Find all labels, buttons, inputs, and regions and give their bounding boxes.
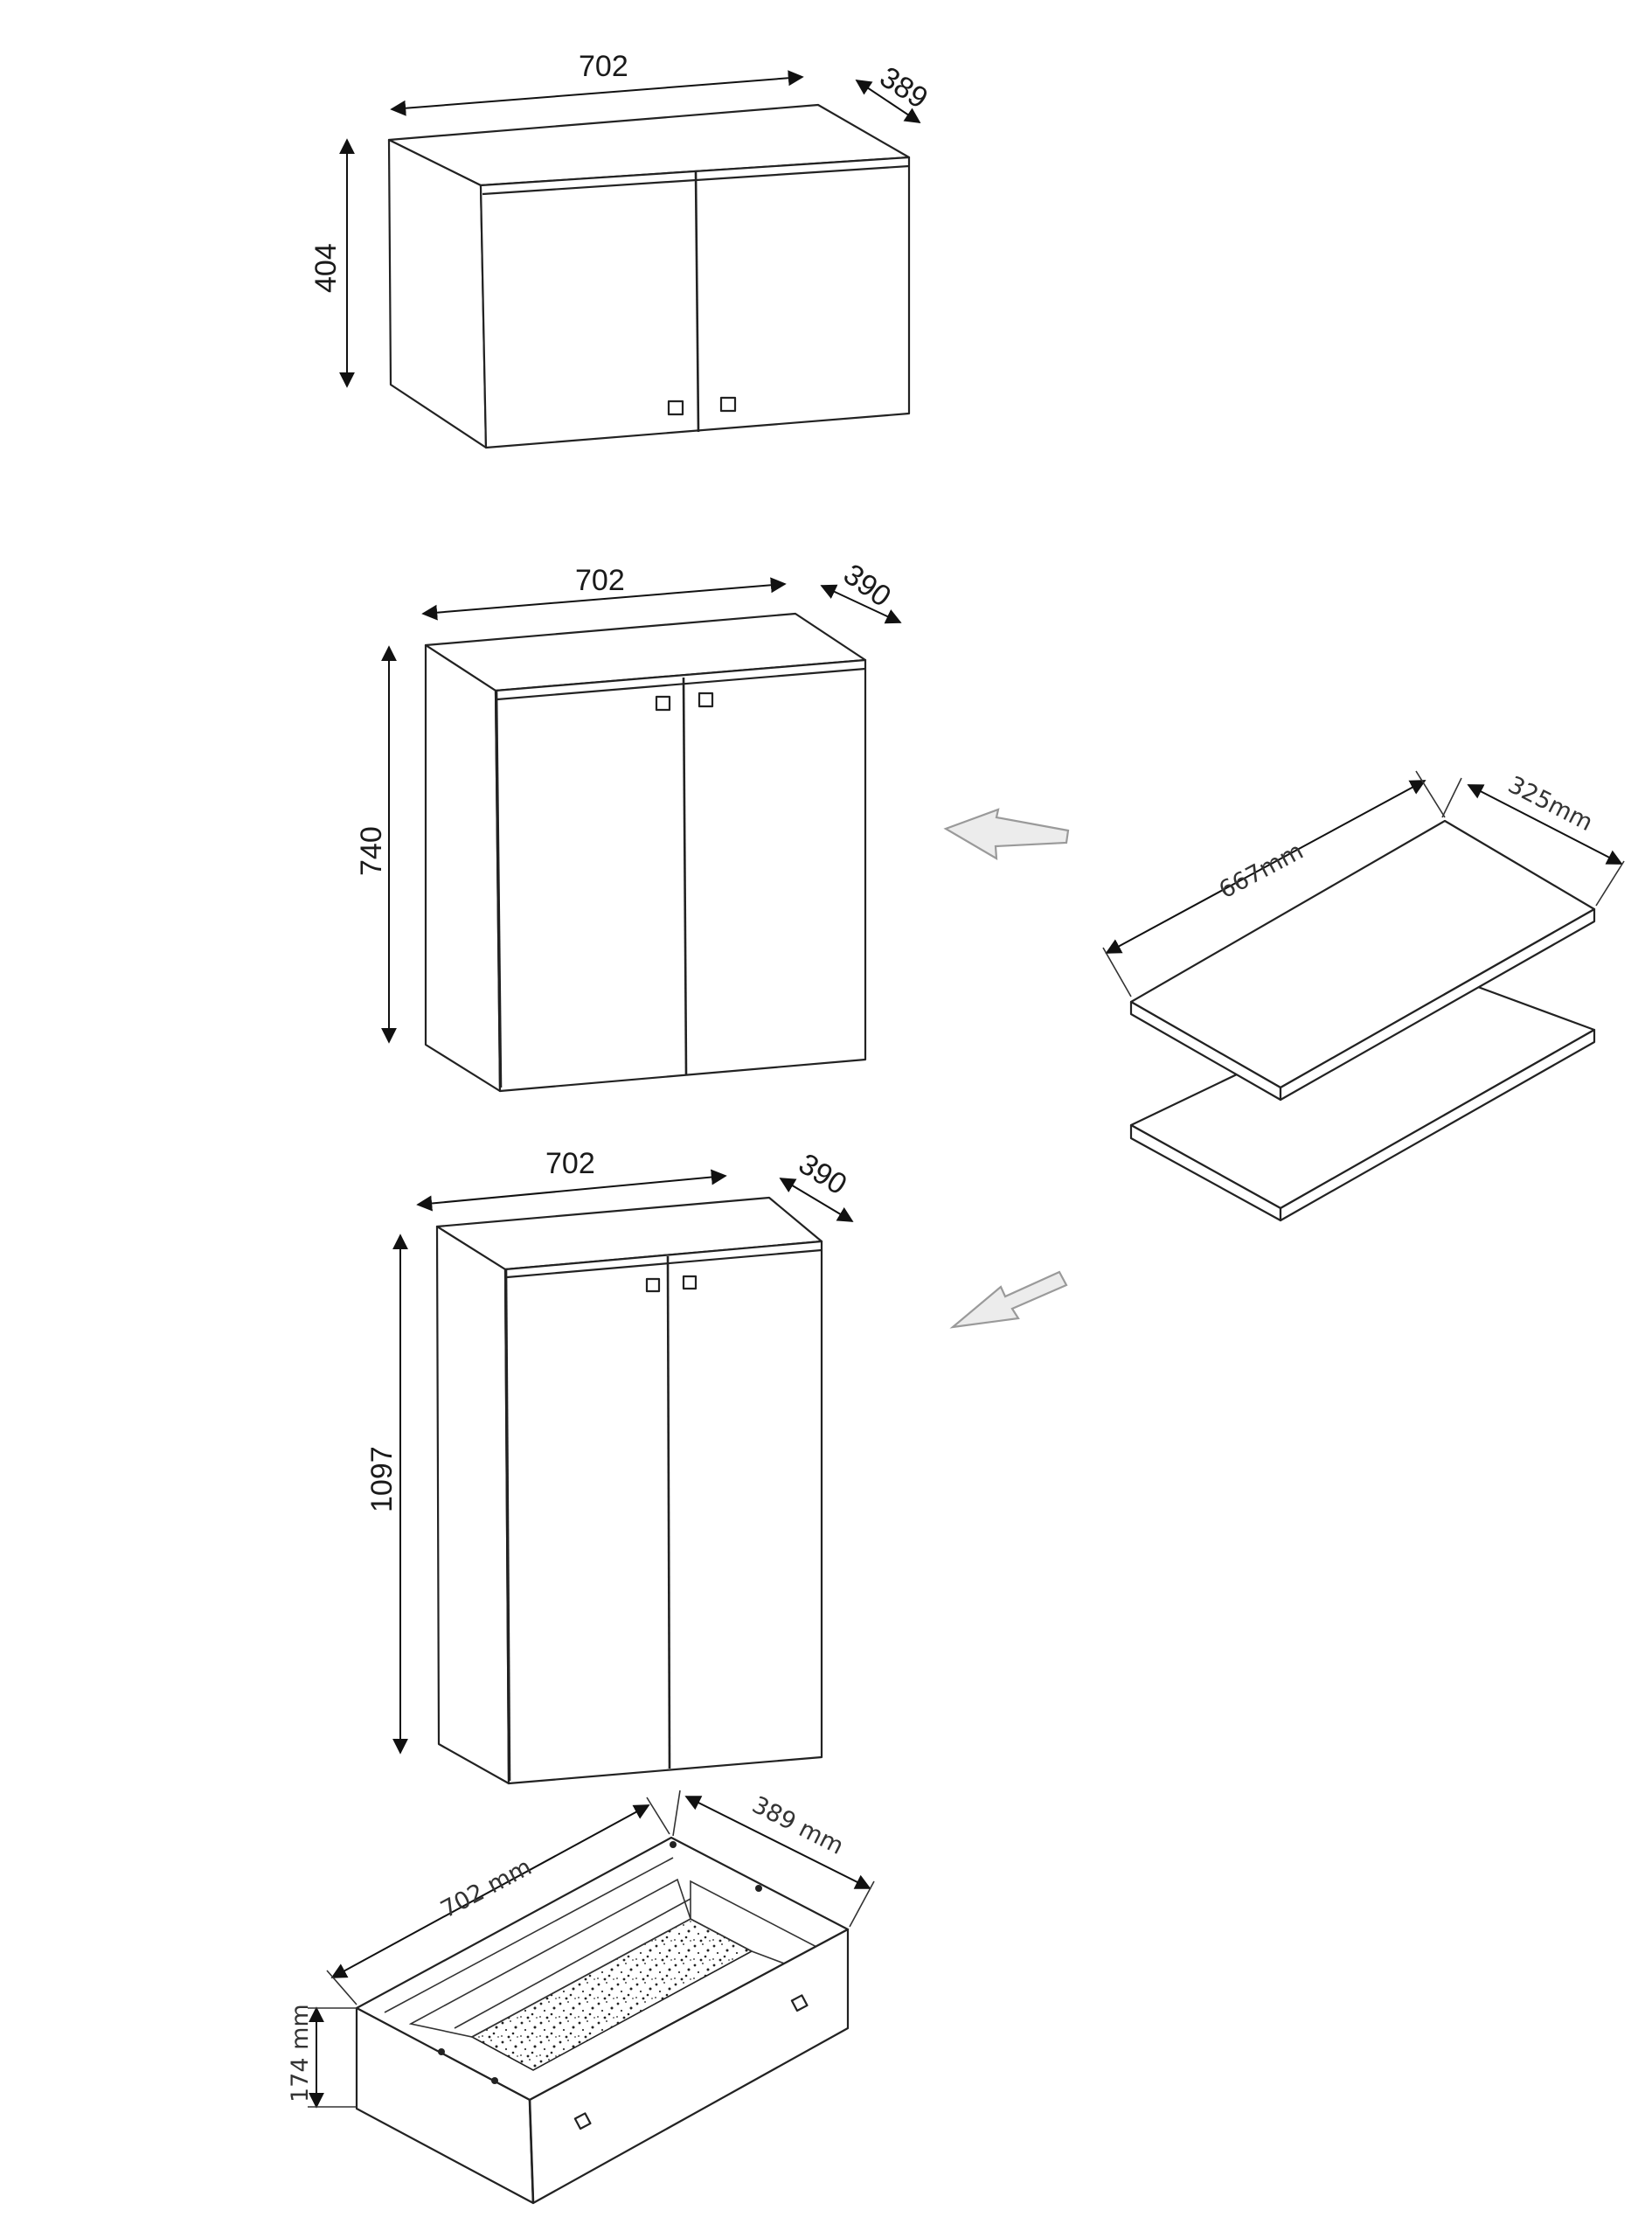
shelf-depth-ext-left xyxy=(1441,777,1462,818)
low-cabinet-depth-label: 390 xyxy=(837,558,897,614)
wall-cabinet-handle-right-icon xyxy=(719,396,737,413)
drawer-handle-side-icon xyxy=(790,1994,809,2012)
shelves: 667mm 325mm xyxy=(1102,770,1625,1222)
drawer-depth-ext-left xyxy=(672,1790,681,1837)
wall-cabinet: 702 389 404 xyxy=(309,50,934,449)
tall-cabinet-depth-label: 390 xyxy=(793,1147,852,1201)
drawer-screw-2-icon xyxy=(491,2077,498,2084)
tall-cabinet-left-edge xyxy=(504,1268,511,1782)
tall-cabinet-door-gap xyxy=(666,1255,671,1769)
wall-cabinet-door-gap xyxy=(694,171,700,433)
shelf-length-label: 667mm xyxy=(1215,838,1308,904)
wall-cabinet-front xyxy=(479,156,911,449)
tall-cabinet: 702 390 1097 xyxy=(365,1147,854,1785)
low-cabinet: 702 390 740 xyxy=(355,558,902,1093)
tall-cabinet-height-label: 1097 xyxy=(365,1446,399,1512)
drawer-screw-3-icon xyxy=(670,1841,677,1848)
wall-cabinet-handle-left-icon xyxy=(667,400,684,416)
drawer-width-label: 702 mm xyxy=(436,1853,536,1923)
drawer-screw-1-icon xyxy=(438,2048,445,2055)
drawer-width-ext-right xyxy=(646,1797,670,1835)
shelf-length-line xyxy=(1105,780,1426,954)
tall-cabinet-top-edge xyxy=(506,1248,823,1279)
drawer-width-ext-left xyxy=(326,1970,357,2005)
tall-cabinet-front xyxy=(503,1240,823,1785)
tall-cabinet-handle-right-icon xyxy=(682,1275,698,1290)
low-cabinet-handle-left-icon xyxy=(655,695,671,712)
wall-cabinet-side xyxy=(387,138,488,449)
drawer-depth-line xyxy=(684,1796,871,1889)
drawer-screw-4-icon xyxy=(755,1885,762,1892)
shelf-lower-front xyxy=(1279,1028,1596,1222)
wall-cabinet-depth-label: 389 xyxy=(874,60,934,115)
drawer-depth-ext-right xyxy=(849,1880,875,1928)
tall-cabinet-side xyxy=(435,1225,510,1785)
tall-cabinet-depth-line xyxy=(779,1178,854,1222)
low-cabinet-height-label: 740 xyxy=(355,826,388,876)
shelf-depth-ext-right xyxy=(1595,860,1625,907)
shelf-length-ext-left xyxy=(1102,947,1132,997)
low-cabinet-width-label: 702 xyxy=(575,564,625,597)
drawer: 702 mm 389 mm 174 mm xyxy=(287,1790,875,2205)
low-cabinet-left-edge xyxy=(495,690,503,1088)
wall-cabinet-depth-line xyxy=(855,80,921,123)
shelf-length-ext-right xyxy=(1415,770,1446,818)
drawer-handle-front-icon xyxy=(573,2112,592,2130)
low-cabinet-door-gap xyxy=(682,677,688,1076)
drawer-height-label: 174 mm xyxy=(287,2004,314,2102)
arrow-to-low-cabinet-icon xyxy=(943,808,1070,861)
tall-cabinet-width-line xyxy=(416,1169,727,1212)
drawer-front-left-edge xyxy=(528,2099,535,2204)
low-cabinet-top-edge xyxy=(496,667,866,701)
arrow-to-tall-cabinet-icon xyxy=(949,1270,1068,1329)
tall-cabinet-width-label: 702 xyxy=(545,1147,595,1180)
low-cabinet-side xyxy=(424,643,502,1093)
low-cabinet-depth-line xyxy=(820,584,902,624)
low-cabinet-handle-right-icon xyxy=(698,692,714,708)
tall-cabinet-handle-left-icon xyxy=(645,1277,661,1293)
wall-cabinet-width-label: 702 xyxy=(579,50,628,83)
low-cabinet-width-line xyxy=(421,577,787,621)
shelf-depth-line xyxy=(1467,784,1623,865)
drawer-depth-label: 389 mm xyxy=(747,1791,848,1860)
wall-cabinet-height-label: 404 xyxy=(309,243,343,293)
drawer-width-line xyxy=(330,1804,650,1978)
shelf-upper-front xyxy=(1279,907,1596,1102)
wall-cabinet-width-line xyxy=(390,70,804,116)
low-cabinet-front xyxy=(494,658,867,1093)
